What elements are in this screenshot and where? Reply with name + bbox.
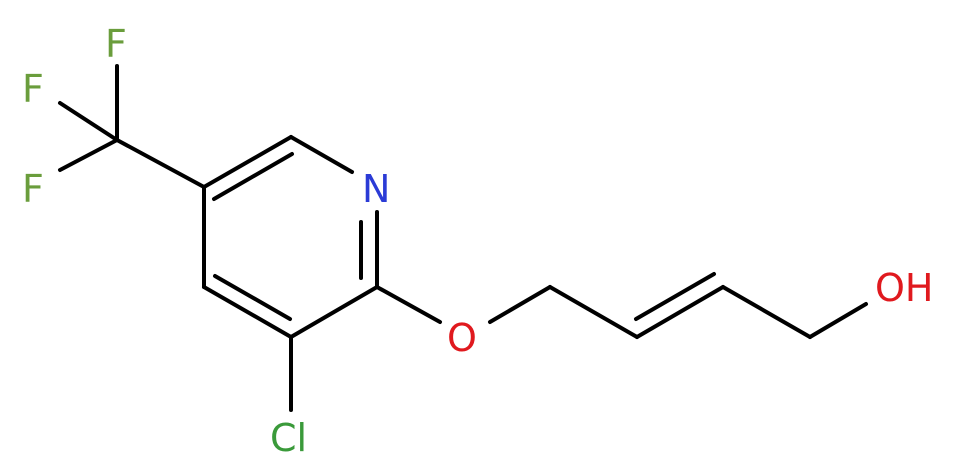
bond-ch2-ch <box>548 285 639 339</box>
bond-cf3-c-f-left2 <box>58 138 119 172</box>
bond-cf3-c-ring <box>115 138 206 189</box>
chlorine-label: Cl <box>270 416 307 460</box>
bond-ring-c3-c4 <box>202 285 293 339</box>
bond-c2-o <box>375 285 442 324</box>
bond-ring-c5-c6-inner <box>212 152 294 201</box>
ether-oxygen-label: O <box>447 316 477 360</box>
bond-ch-ch2 <box>721 285 812 339</box>
fluorine-left2-label: F <box>22 167 44 211</box>
bond-ring-c6-n <box>289 135 354 174</box>
bonds <box>58 64 868 412</box>
bond-ch2-oh <box>808 302 868 339</box>
bond-cf3-c-f-left1 <box>58 101 119 142</box>
bond-ring-c2-c3 <box>289 285 379 339</box>
fluorine-left1-label: F <box>22 67 44 111</box>
bond-o-ch2 <box>488 285 552 324</box>
bond-ring-c3-c4-inner <box>213 274 292 321</box>
bond-ch-ch <box>635 285 725 339</box>
atom-labels: F F F N Cl O OH <box>22 22 933 460</box>
bond-ch-ch-double <box>634 272 716 321</box>
hydroxyl-label: OH <box>875 266 933 310</box>
fluorine-top-label: F <box>105 22 127 66</box>
bond-ring-c5-c6 <box>202 135 293 189</box>
nitrogen-label: N <box>362 167 390 211</box>
